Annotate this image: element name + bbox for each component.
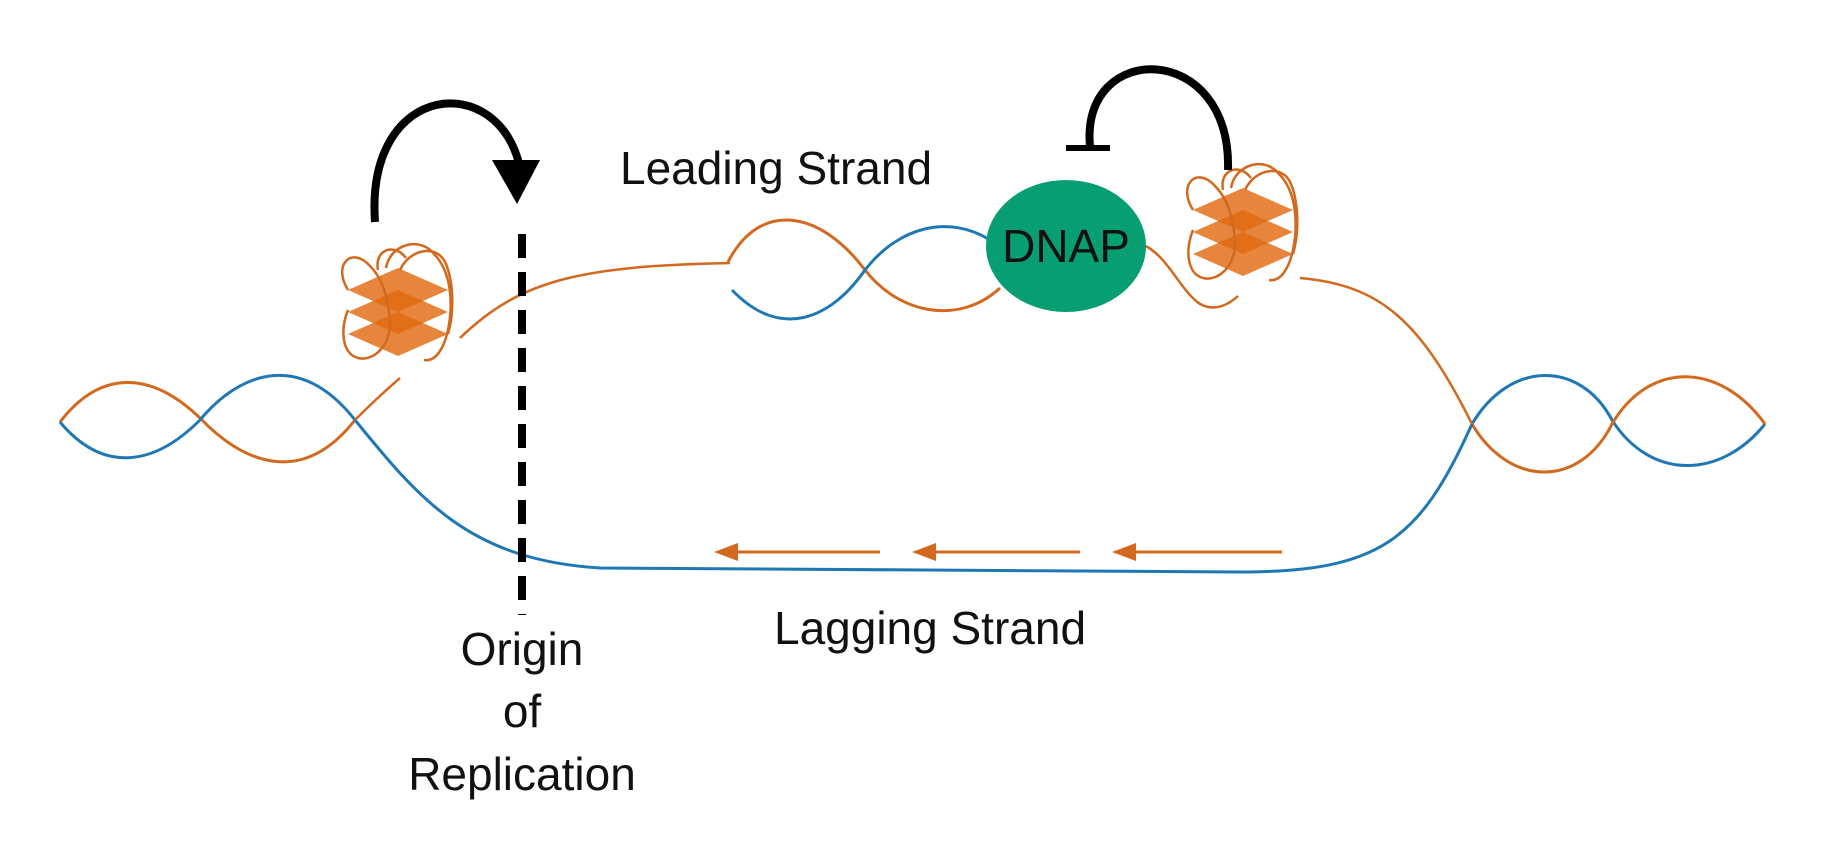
leading-template-strand-left bbox=[354, 377, 401, 421]
okazaki-fragment-arrow-icon bbox=[714, 543, 880, 561]
leading-template-strand-mid bbox=[459, 261, 731, 339]
leading-duplex-orange-strand bbox=[726, 218, 1002, 313]
left-parental-duplex bbox=[58, 373, 357, 464]
okazaki-fragments bbox=[714, 543, 1282, 561]
leading-template-strand-right bbox=[1299, 276, 1474, 425]
left-duplex-blue-strand bbox=[58, 373, 357, 460]
lagging-strand-label: Lagging Strand bbox=[774, 602, 1086, 654]
lagging-template-strand bbox=[353, 419, 1474, 574]
leading-duplex-blue-strand bbox=[730, 225, 991, 321]
leading-strand-label: Leading Strand bbox=[620, 142, 932, 194]
right-duplex-blue-strand bbox=[1470, 374, 1767, 467]
curved-activation-arrow-icon bbox=[370, 99, 540, 223]
dnap-right-exit-strand bbox=[1145, 244, 1239, 309]
left-duplex-orange-strand bbox=[58, 381, 357, 464]
okazaki-fragment-arrow-icon bbox=[912, 543, 1080, 561]
curved-inhibition-arrow-icon bbox=[1066, 65, 1233, 171]
right-parental-duplex bbox=[1470, 374, 1767, 474]
dnap-label: DNAP bbox=[1002, 220, 1130, 272]
leading-strand-duplex bbox=[726, 218, 1239, 321]
okazaki-fragment-arrow-icon bbox=[1112, 543, 1282, 561]
dnap-polymerase: DNAP bbox=[986, 180, 1146, 312]
origin-label-line-1: Origin bbox=[461, 623, 584, 675]
origin-label-line-2: of bbox=[503, 685, 542, 737]
right-g-quadruplex-icon bbox=[1185, 162, 1299, 282]
left-g-quadruplex-icon bbox=[340, 242, 454, 362]
right-duplex-orange-strand bbox=[1470, 375, 1767, 474]
origin-label-line-3: Replication bbox=[408, 748, 636, 800]
